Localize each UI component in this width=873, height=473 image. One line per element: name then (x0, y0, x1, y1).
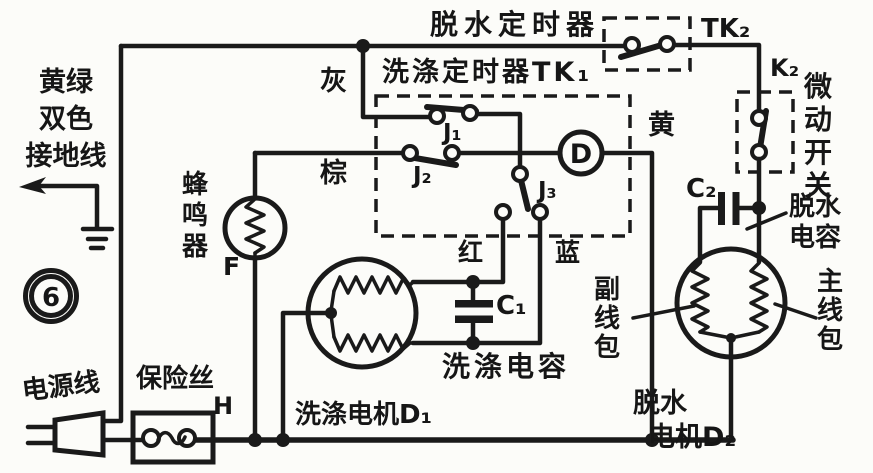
dehydration-capacitor-label: 脱水 电容 (789, 192, 842, 253)
indicator-d: D (557, 129, 605, 177)
red-wire (410, 216, 506, 346)
wire-gray-label: 灰 (320, 66, 347, 97)
washing-motor-label: 洗涤电机D₁ (295, 400, 432, 430)
top-bus-wire (118, 42, 762, 114)
wire-brown-label: 棕 (320, 158, 347, 189)
switch-j2 (401, 144, 461, 168)
buzzer-label: 蜂 鸣 器 (182, 170, 209, 262)
j1-to-j3-wire (474, 111, 523, 170)
c2-label: C₂ (686, 174, 717, 204)
washing-capacitor-label: 洗涤电容 (442, 350, 571, 383)
figure-number-text: 6 (42, 283, 60, 313)
k2-label: K₂ (770, 54, 800, 82)
fuse-h-label: H (213, 392, 234, 420)
ground-symbol (19, 177, 115, 251)
washing-timer-box (374, 94, 632, 238)
fuse-symbol (130, 410, 216, 465)
wire-blue-label: 蓝 (555, 238, 581, 267)
tk2-label: TK₂ (701, 14, 751, 44)
j2-label: J₂ (413, 163, 432, 189)
left-riser-wire (100, 43, 124, 424)
buzzer-symbol (222, 195, 288, 261)
gray-wire (360, 43, 433, 120)
wire-yellow-label: 黄 (648, 110, 675, 141)
fuse-label: 保险丝 (136, 364, 215, 394)
dehydration-timer-label: 脱水定时器 (430, 8, 601, 41)
dehydration-capacitor-symbol (697, 192, 762, 265)
dehydration-motor-symbol (674, 211, 788, 443)
j3-label: J₃ (538, 178, 557, 204)
buzzer-f-label: F (223, 252, 241, 281)
switch-tk2 (618, 35, 676, 60)
switch-k2-micro (750, 108, 769, 205)
yellow-wire (599, 150, 655, 443)
main-winding-label: 主 线 包 (817, 267, 844, 355)
indicator-d-letter: D (570, 139, 592, 170)
switch-j3 (494, 165, 549, 221)
figure-number-badge: 6 (23, 268, 79, 324)
switch-j1 (424, 104, 479, 125)
power-plug-symbol (25, 410, 106, 458)
washing-timer-label: 洗涤定时器TK₁ (382, 57, 593, 88)
micro-switch-box (735, 90, 795, 174)
label-pointer-lines (631, 211, 818, 320)
wire-red-label: 红 (458, 238, 484, 267)
brown-wire (252, 150, 406, 443)
dehydration-timer-box (602, 16, 692, 72)
blue-wire (470, 216, 543, 346)
junction-dots (248, 39, 766, 447)
c1-label: C₁ (496, 291, 527, 321)
dehydration-motor-label-line2: 电机D₂ (648, 422, 737, 453)
auxiliary-winding-label: 副 线 包 (594, 275, 621, 363)
ground-wire-label: 黄绿 双色 接地线 (25, 67, 107, 172)
j1-label: J₁ (443, 120, 462, 146)
dehydration-motor-label-line1: 脱水 (633, 388, 687, 419)
micro-switch-label: 微 动 开 关 (804, 70, 833, 202)
washing-capacitor-symbol (455, 300, 493, 323)
